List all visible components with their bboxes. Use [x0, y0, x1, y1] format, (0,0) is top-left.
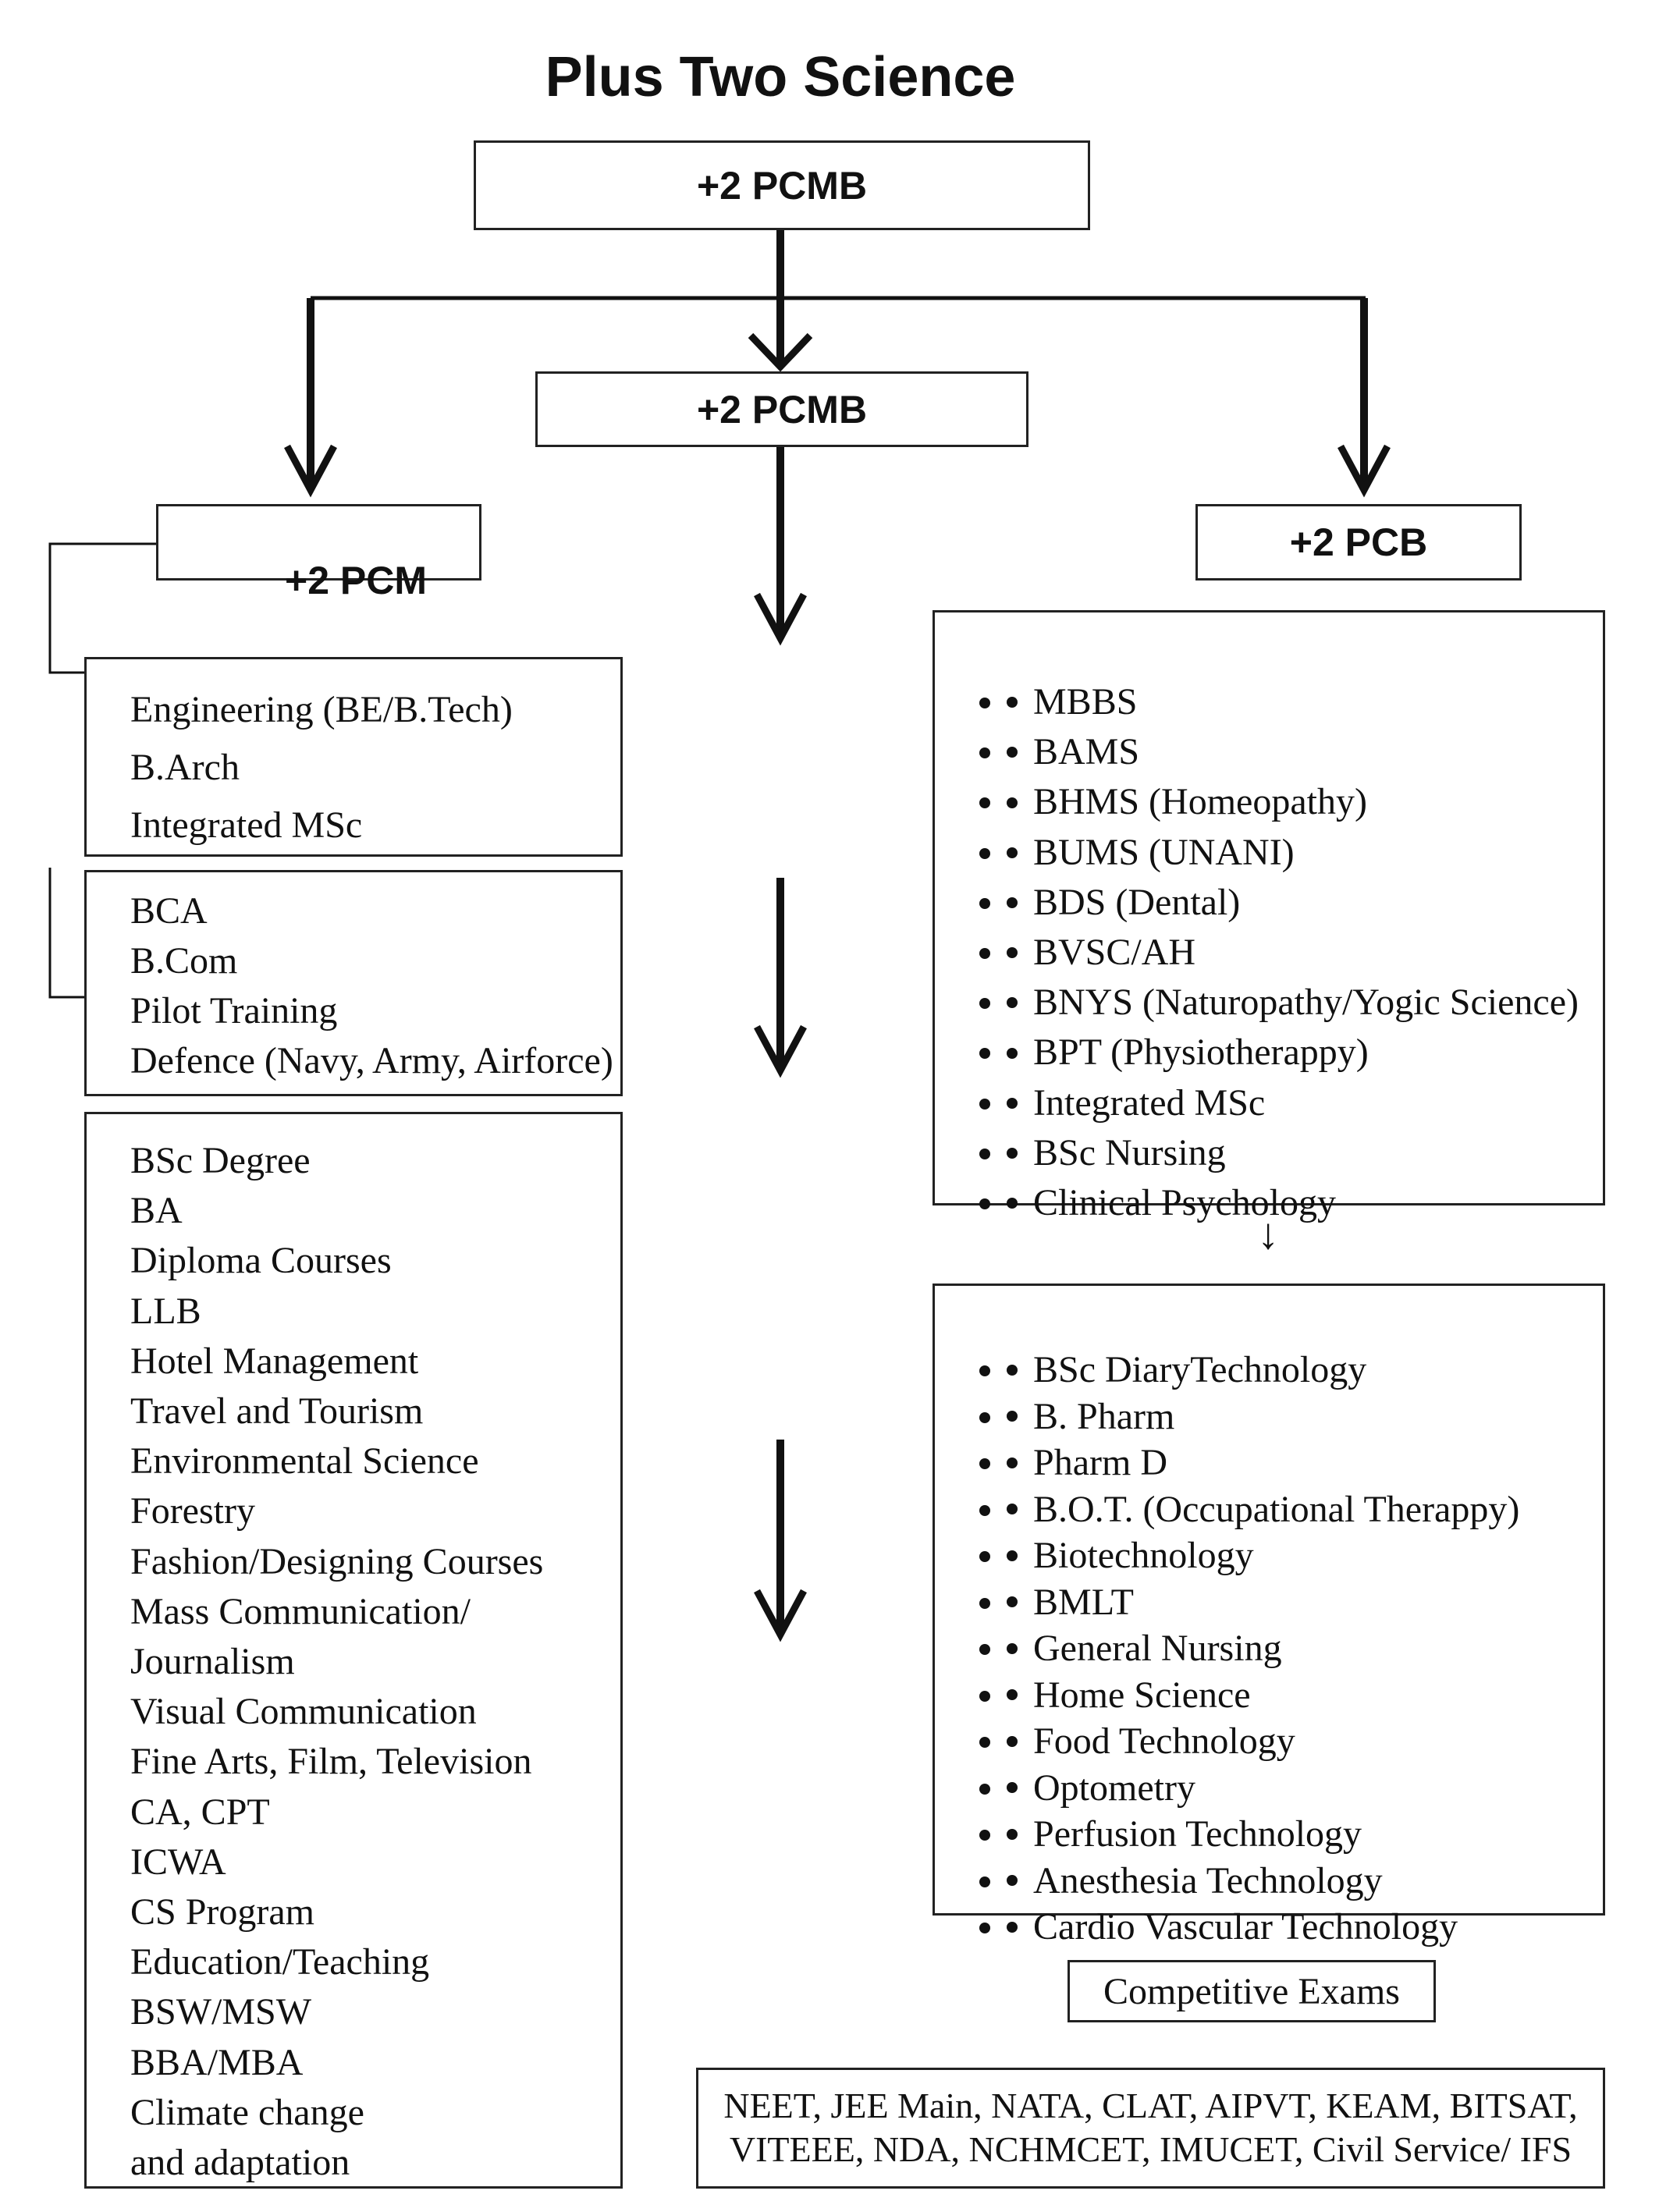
course-item: CA, CPT — [130, 1791, 270, 1833]
course-item: Food Technology — [1007, 1718, 1603, 1765]
course-item: CS Program — [130, 1891, 315, 1933]
small-down-arrow: ↓ — [1257, 1210, 1279, 1259]
arrowhead-root-middle — [748, 332, 813, 372]
course-item: Home Science — [1007, 1672, 1603, 1719]
course-item: BSc DiaryTechnology — [1007, 1347, 1603, 1394]
course-item: Pilot Training — [130, 990, 338, 1031]
course-item: Integrated MSc — [1007, 1078, 1603, 1128]
course-item: Diploma Courses — [130, 1240, 392, 1282]
course-item: Education/Teaching — [130, 1941, 430, 1983]
course-item: Clinical Psychology — [1007, 1178, 1603, 1228]
pcm-node — [156, 504, 481, 581]
course-item: BA — [130, 1190, 183, 1232]
middle-label: +2 PCMB — [696, 387, 868, 431]
competitive-exams-box: Competitive Exams — [1068, 1960, 1436, 2022]
course-item: Hotel Management — [130, 1340, 419, 1382]
course-item: ICWA — [130, 1841, 226, 1883]
course-item: Environmental Science — [130, 1440, 479, 1482]
course-item: Travel and Tourism — [130, 1390, 424, 1433]
course-item: BSc Nursing — [1007, 1128, 1603, 1178]
arrowhead-right — [1338, 444, 1391, 498]
course-item: Visual Communication — [130, 1691, 477, 1733]
arrowhead-left — [284, 444, 337, 498]
pcb-label: +2 PCB — [1289, 520, 1428, 564]
course-item: MBBS — [1007, 677, 1603, 727]
course-item: Anesthesia Technology — [1007, 1858, 1603, 1905]
course-item: B.Com — [130, 940, 238, 982]
course-item: Forestry — [130, 1490, 255, 1532]
course-item: BBA/MBA — [130, 2041, 304, 2083]
course-item: BDS (Dental) — [1007, 878, 1603, 928]
course-item: Optometry — [1007, 1765, 1603, 1812]
bracket-pcm-group1 — [48, 542, 156, 674]
course-item: BNYS (Naturopathy/Yogic Science) — [1007, 978, 1603, 1028]
pcb-node: +2 PCB — [1195, 504, 1522, 581]
course-item: BUMS (UNANI) — [1007, 828, 1603, 878]
course-item: BSc Degree — [130, 1140, 311, 1181]
course-item: B. Pharm — [1007, 1394, 1603, 1440]
course-item: Biotechnology — [1007, 1532, 1603, 1579]
course-list: BSc DiaryTechnologyB. PharmPharm DB.O.T.… — [975, 1347, 1603, 1951]
course-item: Integrated MSc — [130, 804, 363, 846]
course-item: Climate change — [130, 2091, 364, 2133]
course-item: Perfusion Technology — [1007, 1811, 1603, 1858]
course-item: LLB — [130, 1290, 201, 1332]
course-item: BMLT — [1007, 1579, 1603, 1626]
bracket-group2 — [48, 868, 84, 999]
middle-node: +2 PCMB — [535, 371, 1028, 447]
course-item: BAMS — [1007, 727, 1603, 777]
course-item: BPT (Physiotherappy) — [1007, 1028, 1603, 1078]
course-item: Mass Communication/ — [130, 1590, 471, 1632]
competitive-exams-label: Competitive Exams — [1103, 1970, 1400, 2012]
course-item: Fine Arts, Film, Television — [130, 1741, 532, 1783]
exams-line-1: NEET, JEE Main, NATA, CLAT, AIPVT, KEAM,… — [723, 2086, 1578, 2125]
course-list: MBBSBAMSBHMS (Homeopathy)BUMS (UNANI)BDS… — [975, 677, 1603, 1228]
course-item: Fashion/Designing Courses — [130, 1540, 544, 1582]
exams-list-box: NEET, JEE Main, NATA, CLAT, AIPVT, KEAM,… — [696, 2068, 1605, 2189]
arrowhead-mid2 — [754, 1024, 807, 1078]
course-item: Journalism — [130, 1641, 295, 1683]
arrowhead-mid1 — [754, 592, 807, 646]
course-item: Pharm D — [1007, 1440, 1603, 1486]
exams-line-2: VITEEE, NDA, NCHMCET, IMUCET, Civil Serv… — [729, 2129, 1572, 2169]
course-item: General Nursing — [1007, 1625, 1603, 1672]
root-node: +2 PCMB — [474, 140, 1090, 230]
arrowhead-mid3 — [754, 1589, 807, 1642]
course-item: Cardio Vascular Technology — [1007, 1904, 1603, 1951]
course-item: B.Arch — [130, 747, 240, 788]
diagram-title: Plus Two Science — [545, 46, 1016, 108]
pcm-label: +2 PCM — [285, 559, 428, 602]
course-item: BSW/MSW — [130, 1991, 312, 2033]
course-item: BVSC/AH — [1007, 928, 1603, 978]
pcb-courses-group-1: MBBSBAMSBHMS (Homeopathy)BUMS (UNANI)BDS… — [933, 610, 1605, 1223]
course-item: Defence (Navy, Army, Airforce) — [130, 1040, 613, 1081]
course-item: BCA — [130, 890, 208, 932]
pcb-courses-group-2: BSc DiaryTechnologyB. PharmPharm DB.O.T.… — [933, 1284, 1605, 1947]
course-item: B.O.T. (Occupational Therappy) — [1007, 1486, 1603, 1533]
root-label: +2 PCMB — [696, 163, 868, 208]
course-item: BHMS (Homeopathy) — [1007, 777, 1603, 827]
course-item: and adaptation — [130, 2142, 350, 2184]
course-item: Engineering (BE/B.Tech) — [130, 689, 513, 730]
